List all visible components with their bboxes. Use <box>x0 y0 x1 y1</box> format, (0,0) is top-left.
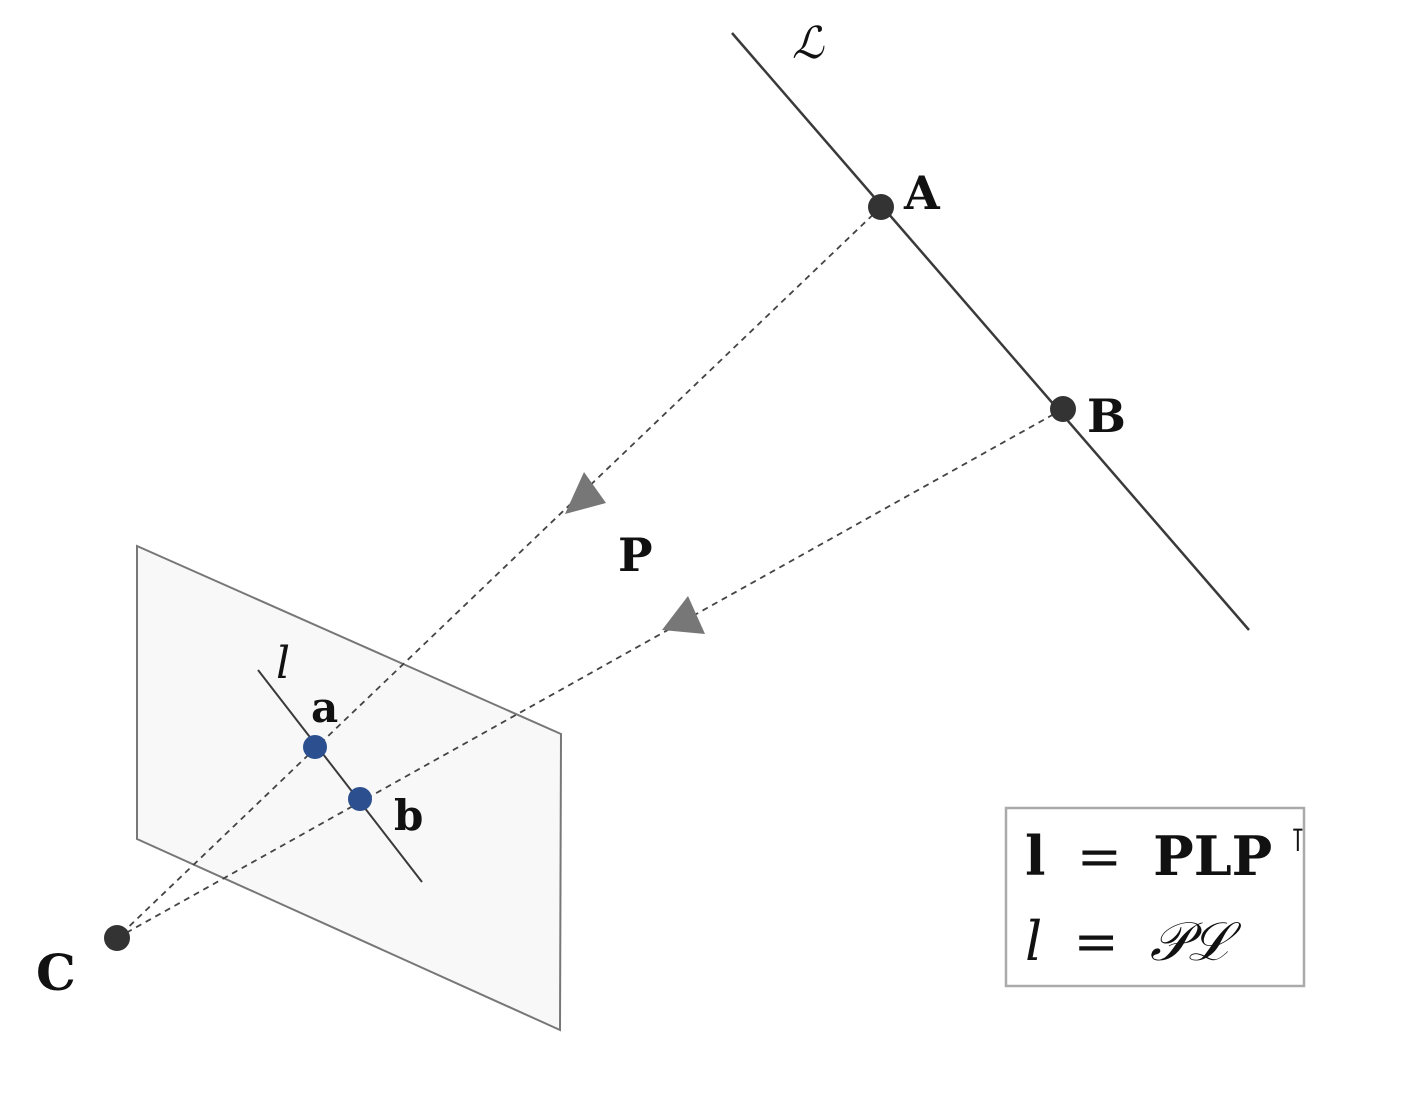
camera-matrix-label: P <box>618 528 653 582</box>
line-3d-label: ℒ <box>792 18 825 69</box>
ray-a <box>116 206 882 939</box>
camera-center-label: C <box>36 943 76 1002</box>
point-a-3d-label: A <box>903 166 941 220</box>
equation-1-rhs: PLP <box>1153 824 1272 888</box>
equation-1-transpose: ⊺ <box>1289 821 1306 859</box>
image-line <box>257 669 423 883</box>
equation-1: l = PLP ⊺ <box>1025 821 1306 888</box>
world-line <box>731 32 1250 631</box>
equation-2-equals: = <box>1073 910 1118 973</box>
equation-1-lhs: l <box>1025 824 1046 888</box>
image-line-label: l <box>276 638 290 689</box>
equation-2-lhs: l <box>1025 910 1042 973</box>
equation-1-equals: = <box>1077 825 1122 888</box>
point-a-img <box>303 735 327 759</box>
arrow-head-ray-b <box>662 596 705 634</box>
point-b-img <box>348 787 372 811</box>
point-a-3d <box>868 194 894 220</box>
camera-center-point <box>104 925 130 951</box>
point-b-3d-label: B <box>1087 389 1126 443</box>
point-b-3d <box>1050 396 1076 422</box>
point-a-img-label: a <box>311 683 338 732</box>
arrow-head-ray-a <box>565 472 606 514</box>
equation-2: l = 𝒫ℒ <box>1025 910 1242 973</box>
equation-box <box>1004 806 1306 988</box>
point-b-img-label: b <box>394 791 423 840</box>
equation-2-rhs: 𝒫ℒ <box>1150 910 1242 973</box>
ray-b <box>116 408 1064 939</box>
